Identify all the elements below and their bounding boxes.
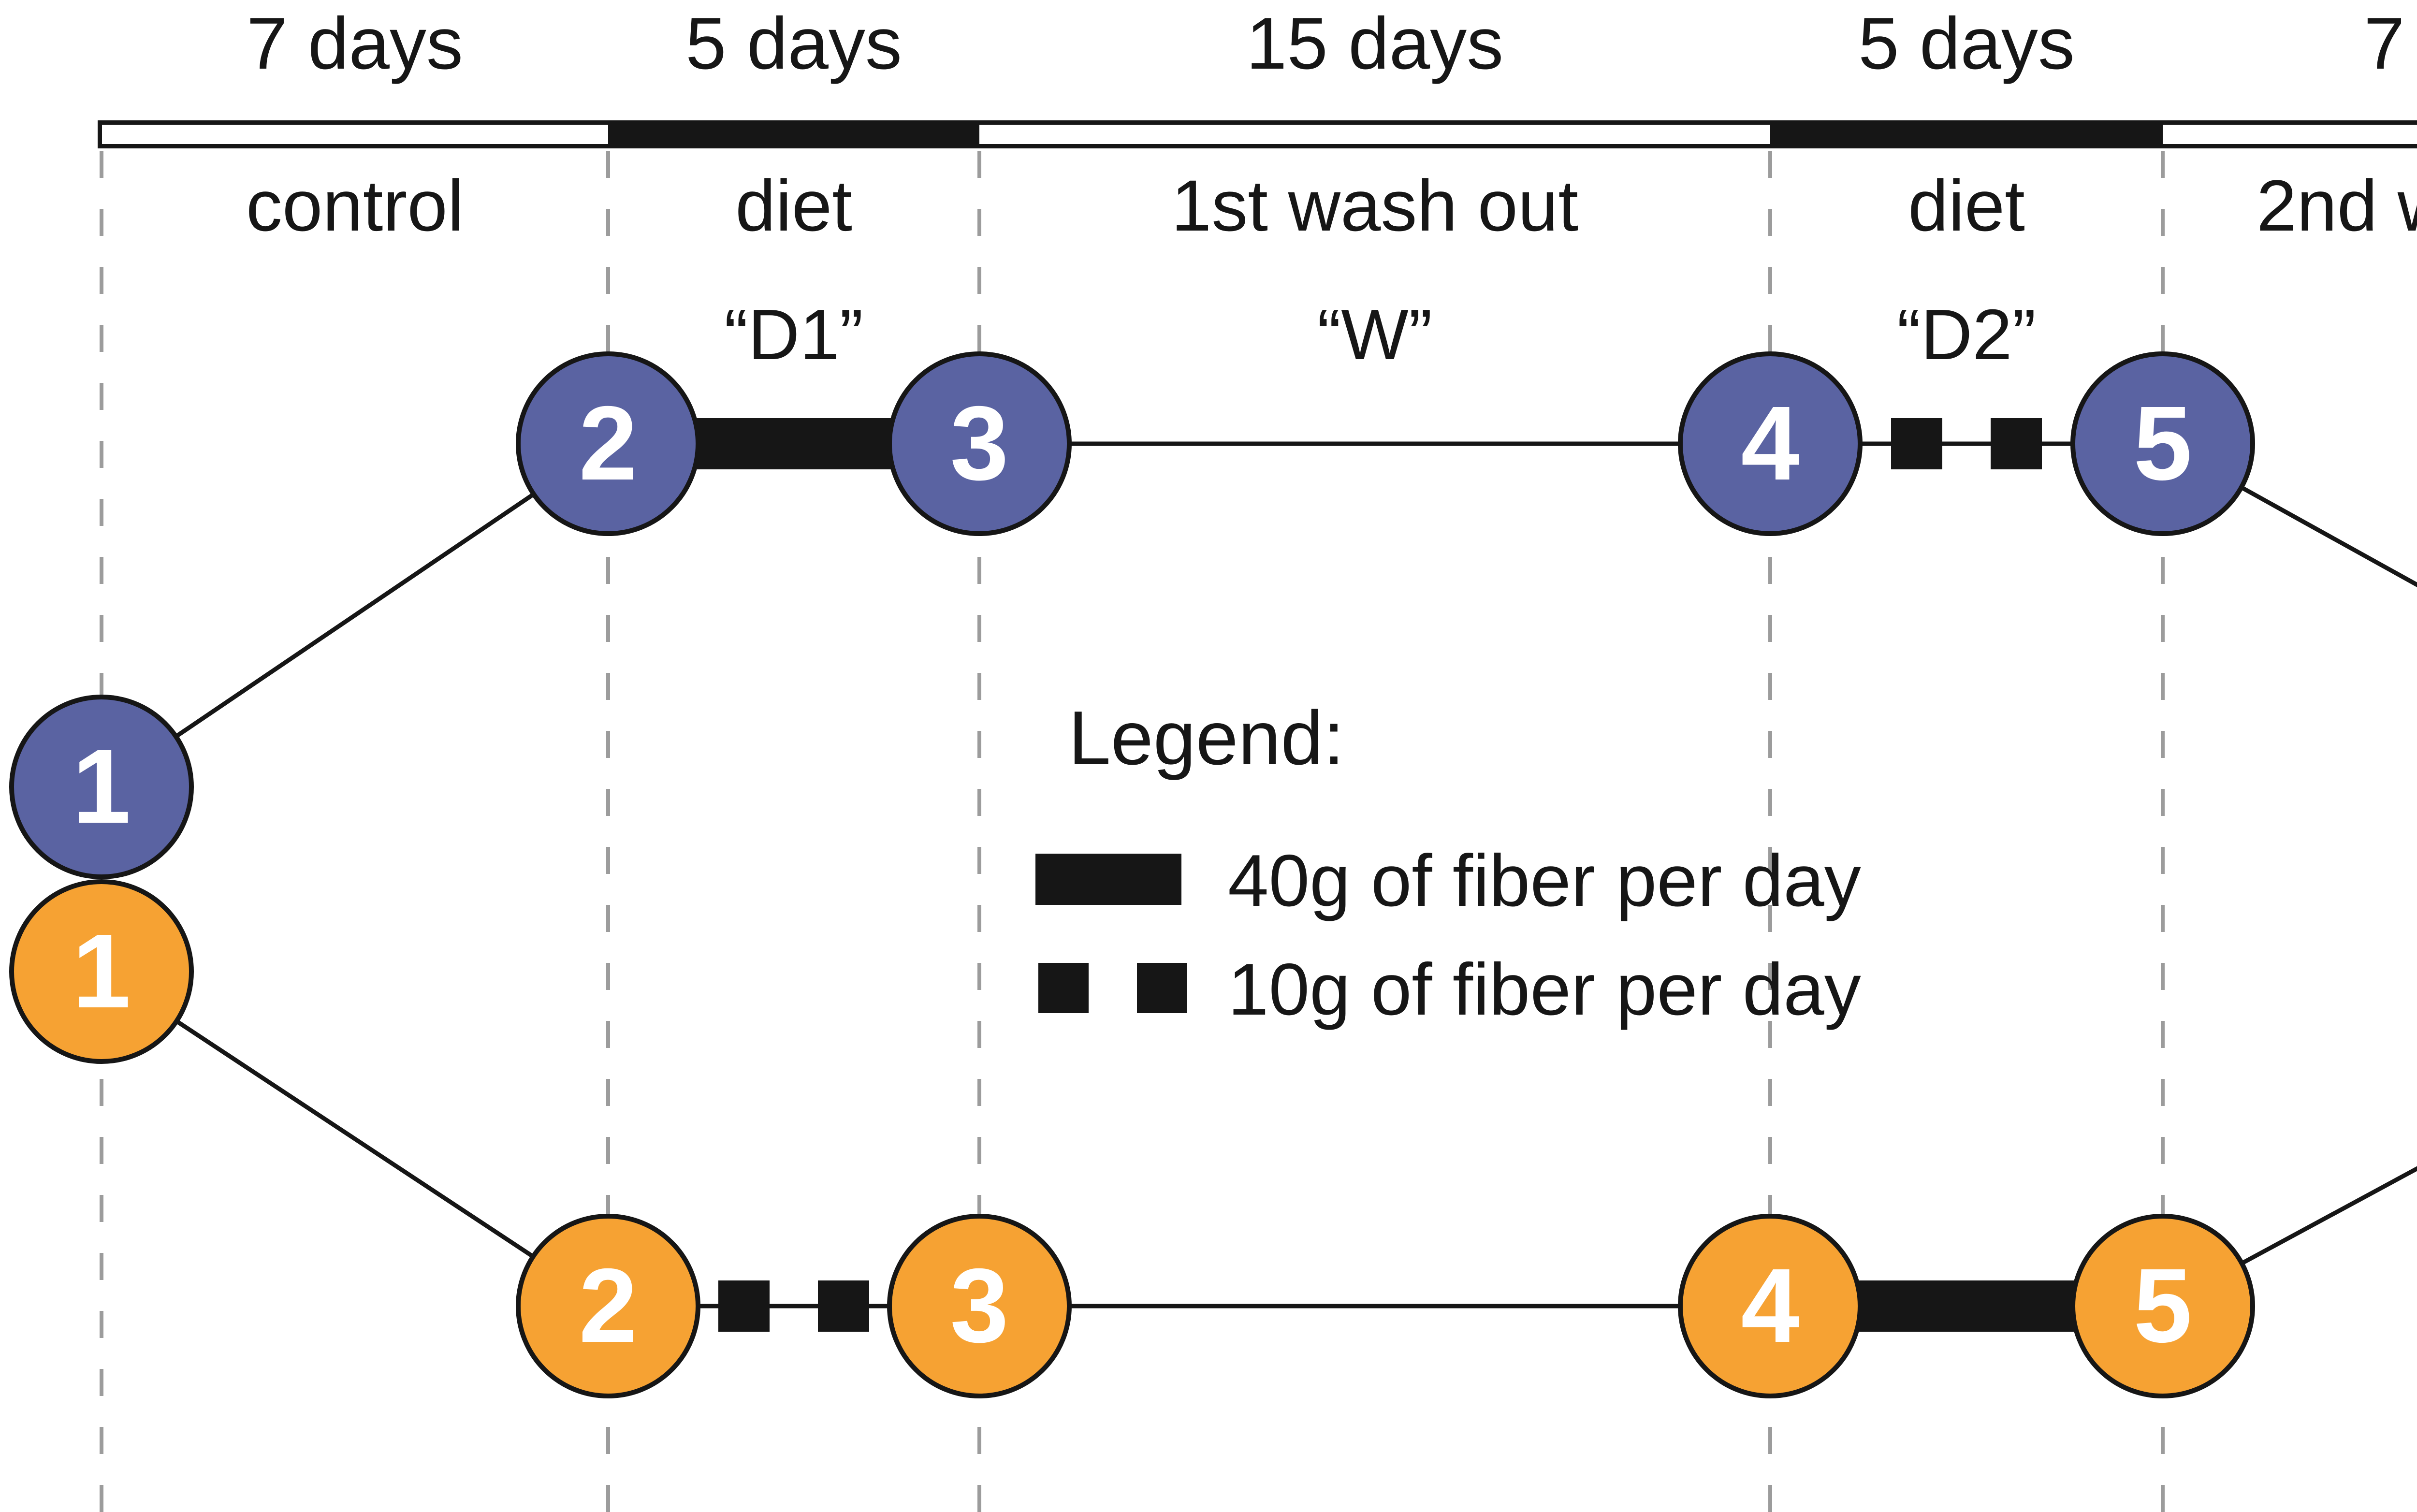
duration-label-washout1: 15 days [1246,2,1504,85]
legend-title: Legend: [1068,696,1345,781]
duration-label-washout2: 7 days [2364,2,2417,85]
fiber-10g-square-blue-b [1991,418,2042,469]
legend-10g-square-swatch-a [1038,963,1089,1013]
period-code-d2: “D2” [1897,295,2036,375]
legend-40g-bar-swatch [1035,854,1181,905]
period-code-d1: “D1” [724,295,863,375]
timeline-diet1-segment [608,120,979,148]
phase-label-control: control [246,165,464,246]
phase-label-washout1: 1st wash out [1171,165,1579,246]
phase-label-diet2: diet [1908,165,2025,246]
connector-orange-5-6 [2161,1166,2417,1308]
connector-blue-1-2 [100,442,610,789]
visit-circle-blue-1: 1 [9,695,194,879]
visit-circle-blue-5: 5 [2070,351,2255,536]
visit-circle-orange-4: 4 [1678,1214,1863,1398]
visit-circle-orange-5: 5 [2070,1214,2255,1398]
connector-blue-5-6 [2161,442,2417,587]
fiber-10g-square-orange-b [818,1280,869,1332]
duration-label-diet1: 5 days [685,2,902,85]
fiber-10g-square-orange-a [718,1280,770,1332]
visit-circle-blue-4: 4 [1678,351,1863,536]
visit-circle-orange-1: 1 [9,879,194,1064]
visit-circle-orange-3: 3 [887,1214,1072,1398]
phase-label-washout2: 2nd wash out [2256,165,2417,246]
timeline-diet2-segment [1770,120,2163,148]
legend-40g-label: 40g of fiber per day [1228,840,1861,922]
duration-label-control: 7 days [247,2,463,85]
phase-label-diet1: diet [735,165,852,246]
visit-circle-blue-3: 3 [887,351,1072,536]
visit-circle-orange-2: 2 [516,1214,700,1398]
period-code-w: “W” [1317,295,1433,375]
legend-10g-square-swatch-b [1137,963,1187,1013]
legend-10g-label: 10g of fiber per day [1228,948,1861,1031]
visit-circle-blue-2: 2 [516,351,700,536]
connector-orange-1-2 [100,970,610,1308]
duration-label-diet2: 5 days [1858,2,2075,85]
fiber-10g-square-blue-a [1891,418,1942,469]
